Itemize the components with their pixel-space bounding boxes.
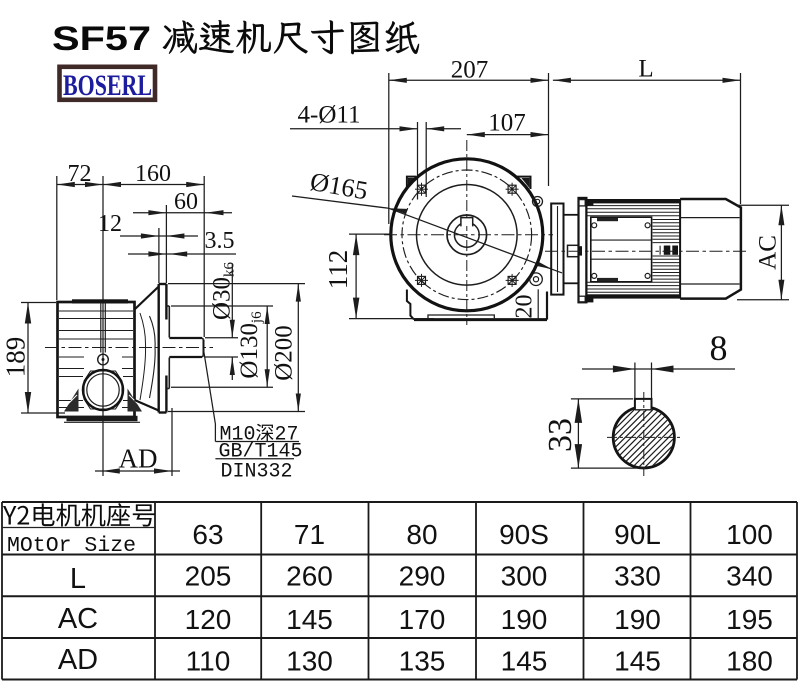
svg-text:27: 27 <box>275 424 299 447</box>
svg-text:MOtOr Size: MOtOr Size <box>7 534 136 558</box>
svg-text:130: 130 <box>286 646 333 677</box>
svg-text:AD: AD <box>119 444 158 474</box>
svg-text:205: 205 <box>185 561 232 592</box>
svg-text:Ø30k6: Ø30k6 <box>209 261 238 320</box>
svg-text:GB/T145: GB/T145 <box>219 441 303 464</box>
svg-text:145: 145 <box>501 646 548 677</box>
svg-text:189: 189 <box>1 337 31 378</box>
svg-text:AC: AC <box>58 603 98 635</box>
svg-text:Ø200: Ø200 <box>271 325 298 381</box>
svg-text:120: 120 <box>185 604 232 635</box>
svg-text:72: 72 <box>68 161 92 187</box>
svg-text:L: L <box>638 56 653 83</box>
svg-text:300: 300 <box>501 561 548 592</box>
svg-text:195: 195 <box>726 604 773 635</box>
svg-text:71: 71 <box>294 519 325 550</box>
svg-text:190: 190 <box>614 604 661 635</box>
svg-text:60: 60 <box>174 189 198 215</box>
svg-text:207: 207 <box>451 57 489 84</box>
svg-text:L: L <box>70 563 86 595</box>
svg-text:100: 100 <box>726 519 773 550</box>
svg-text:AD: AD <box>58 644 98 676</box>
svg-text:90L: 90L <box>614 519 661 550</box>
svg-text:170: 170 <box>399 604 446 635</box>
svg-text:290: 290 <box>399 561 446 592</box>
svg-text:3.5: 3.5 <box>205 228 235 254</box>
svg-text:AC: AC <box>755 235 782 270</box>
svg-text:107: 107 <box>488 110 526 137</box>
svg-text:Ø130j6: Ø130j6 <box>236 311 265 379</box>
svg-text:90S: 90S <box>499 519 549 550</box>
svg-text:145: 145 <box>286 604 333 635</box>
svg-text:80: 80 <box>406 519 437 550</box>
svg-text:330: 330 <box>614 561 661 592</box>
svg-text:160: 160 <box>135 161 171 187</box>
svg-text:BOSERL: BOSERL <box>63 69 152 102</box>
svg-text:M10: M10 <box>220 424 256 447</box>
svg-text:4-Ø11: 4-Ø11 <box>298 102 361 129</box>
svg-text:135: 135 <box>399 646 446 677</box>
svg-text:260: 260 <box>286 561 333 592</box>
svg-text:12: 12 <box>98 211 122 237</box>
svg-text:110: 110 <box>186 646 231 677</box>
svg-text:8: 8 <box>710 328 728 368</box>
svg-text:63: 63 <box>192 519 223 550</box>
svg-text:33: 33 <box>542 418 579 452</box>
svg-text:20: 20 <box>512 295 538 319</box>
svg-text:180: 180 <box>726 646 773 677</box>
svg-text:DIN332: DIN332 <box>221 461 293 484</box>
svg-text:145: 145 <box>614 646 661 677</box>
svg-text:190: 190 <box>501 604 548 635</box>
svg-text:SF57: SF57 <box>52 20 151 58</box>
svg-text:340: 340 <box>726 561 773 592</box>
svg-text:112: 112 <box>323 250 353 290</box>
